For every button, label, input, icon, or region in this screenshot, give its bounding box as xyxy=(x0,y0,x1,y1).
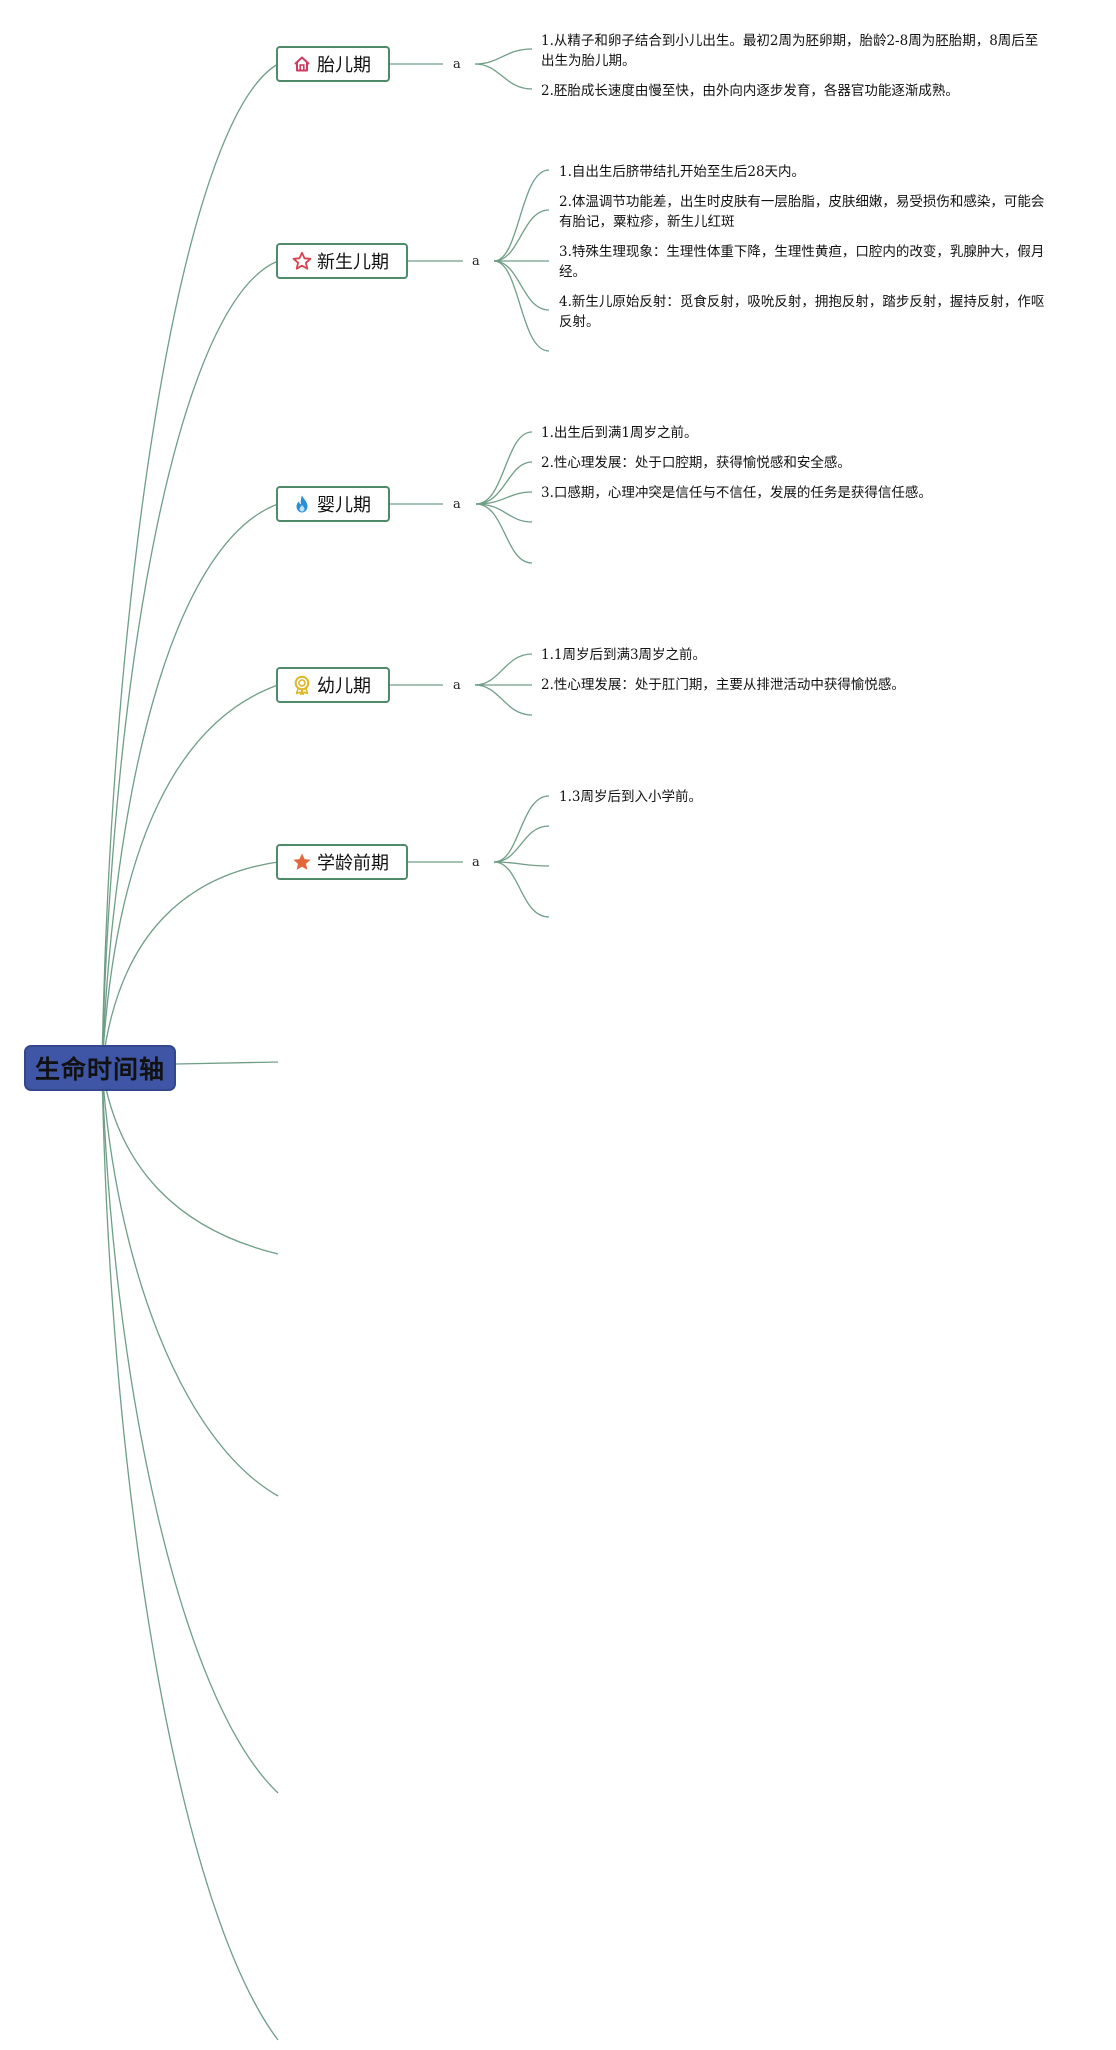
branch-label: 学龄前期 xyxy=(317,853,389,874)
branch2-leaf-link-4 xyxy=(493,260,550,311)
branch5-leaf-link-2 xyxy=(493,825,550,863)
branch3-leaf-link-3 xyxy=(475,491,533,505)
branch-newborn-period[interactable]: 新生儿期 xyxy=(276,243,408,279)
branch-toddler-period[interactable]: 幼儿期 xyxy=(276,667,390,703)
leaf-item[interactable]: 2.性心理发展：处于口腔期，获得愉悦感和安全感。 xyxy=(541,455,851,471)
leaf-item[interactable]: 3.口感期，心理冲突是信任与不信任，发展的任务是获得信任感。 xyxy=(541,485,932,501)
star-outline-icon xyxy=(292,251,312,271)
branch4-leaf-link-3 xyxy=(474,684,533,716)
leaf-item[interactable]: 1.从精子和卵子结合到小儿出生。最初2周为胚卵期，胎龄2-8周为胚胎期，8周后至… xyxy=(541,33,1039,69)
root-link-9 xyxy=(101,1067,279,1794)
sub-topic-label[interactable]: a xyxy=(472,855,480,870)
branch5-leaf-link-3 xyxy=(493,861,550,867)
branch3-leaf-link-1 xyxy=(475,431,533,505)
branch3-leaf-link-2 xyxy=(475,461,533,505)
root-link-3 xyxy=(101,503,279,1069)
leaf-item[interactable]: 3.特殊生理现象：生理性体重下降，生理性黄疸，口腔内的改变，乳腺肿大，假月经。 xyxy=(559,244,1045,280)
root-link-5 xyxy=(101,861,279,1069)
root-link-1 xyxy=(101,63,279,1069)
leaf-item[interactable]: 1.自出生后脐带结扎开始至生后28天内。 xyxy=(559,164,806,180)
branch2-leaf-link-2 xyxy=(493,209,550,262)
leaf-item[interactable]: 2.胚胎成长速度由慢至快，由外向内逐步发育，各器官功能逐渐成熟。 xyxy=(541,83,959,99)
branch2-leaf-link-1 xyxy=(493,169,550,262)
branch1-leaf-link-2 xyxy=(474,63,533,90)
branch-preschool-period[interactable]: 学龄前期 xyxy=(276,844,408,880)
award-badge-icon xyxy=(292,675,312,695)
root-link-2 xyxy=(101,260,279,1069)
branch4-leaf-link-1 xyxy=(474,653,533,686)
leaf-item[interactable]: 1.1周岁后到满3周岁之前。 xyxy=(541,647,707,663)
sub-topic-label[interactable]: a xyxy=(453,57,461,72)
branch-infant-period[interactable]: 婴儿期 xyxy=(276,486,390,522)
branch-label: 婴儿期 xyxy=(317,495,371,516)
home-icon xyxy=(292,54,312,74)
branch5-leaf-link-1 xyxy=(493,795,550,863)
branch3-leaf-link-5 xyxy=(475,503,533,564)
root-link-4 xyxy=(101,684,279,1069)
flame-icon xyxy=(292,494,312,514)
branch-label: 新生儿期 xyxy=(317,252,389,273)
root-link-8 xyxy=(101,1067,279,1497)
sub-topic-label[interactable]: a xyxy=(472,254,480,269)
root-link-7 xyxy=(101,1067,279,1255)
root-link-10 xyxy=(101,1067,279,2041)
leaf-item[interactable]: 1.出生后到满1周岁之前。 xyxy=(541,425,698,441)
branch2-leaf-link-5 xyxy=(493,260,550,352)
branch3-leaf-link-4 xyxy=(475,503,533,523)
branch-label: 胎儿期 xyxy=(317,55,371,76)
branch5-leaf-link-4 xyxy=(493,861,550,918)
leaf-item[interactable]: 1.3周岁后到入小学前。 xyxy=(559,789,702,805)
sub-topic-label[interactable]: a xyxy=(453,497,461,512)
star-filled-icon xyxy=(292,852,312,872)
leaf-item[interactable]: 4.新生儿原始反射：觅食反射，吸吮反射，拥抱反射，踏步反射，握持反射，作呕反射。 xyxy=(559,294,1045,330)
sub-topic-label[interactable]: a xyxy=(453,678,461,693)
root-link-6 xyxy=(175,1061,279,1065)
branch1-leaf-link-1 xyxy=(474,48,533,65)
leaf-item[interactable]: 2.性心理发展：处于肛门期，主要从排泄活动中获得愉悦感。 xyxy=(541,677,905,693)
branch-fetal-period[interactable]: 胎儿期 xyxy=(276,46,390,82)
root-topic[interactable]: 生命时间轴 xyxy=(24,1045,176,1091)
leaf-item[interactable]: 2.体温调节功能差，出生时皮肤有一层胎脂，皮肤细嫩，易受损伤和感染，可能会有胎记… xyxy=(559,194,1045,230)
branch-label: 幼儿期 xyxy=(317,676,371,697)
